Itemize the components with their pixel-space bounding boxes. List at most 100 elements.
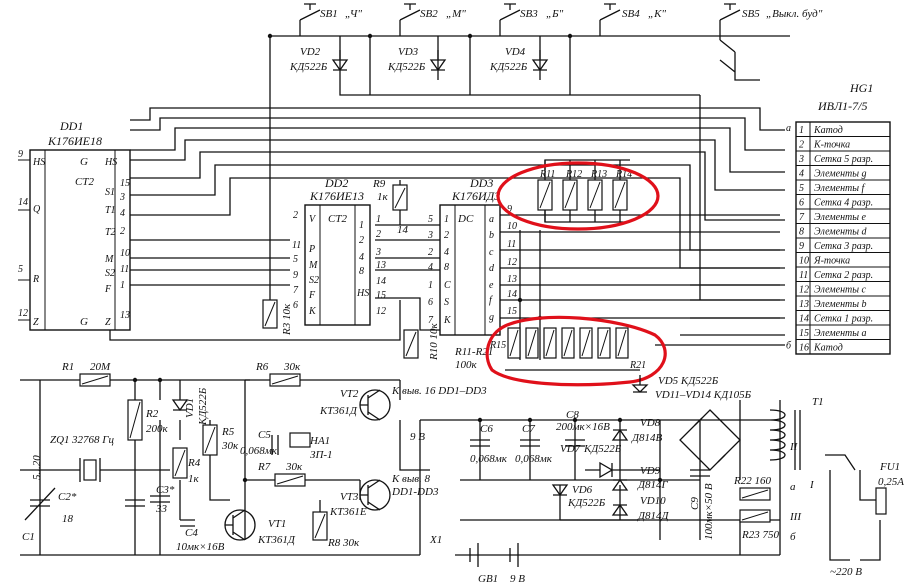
- hg1-pin-number: 8: [799, 227, 804, 238]
- fu1-ref: FU1: [879, 461, 900, 473]
- zq1-value: 32768 Гц: [71, 434, 115, 446]
- dd3-type: К176ИД3: [451, 189, 500, 203]
- transistor-vt2: VT2 КТ361Д: [319, 388, 391, 421]
- diode-vd2: VD2 КД522Б: [289, 46, 349, 73]
- dd2-pin-right: 8: [359, 266, 364, 277]
- diode-vd10: VD10 Д814Д: [611, 495, 669, 522]
- hg1-pin-name: К-точка: [813, 140, 850, 151]
- hg1-pin-number: 6: [799, 198, 804, 209]
- resistor-r7: R7 30к: [257, 461, 306, 487]
- capacitor-c5: C5 0,068мк: [240, 429, 279, 457]
- zq1-ref: ZQ1: [50, 434, 70, 446]
- dd3-pin-num: 7: [428, 315, 434, 326]
- switch-sb5: SB5 „Выкл. буд": [719, 3, 823, 81]
- c9-value: 100мк×50 В: [703, 483, 715, 540]
- battery-gb1: X1 GB1 9 В: [429, 534, 525, 585]
- resistor-r1: R1 20М: [61, 361, 111, 387]
- vd10-ref: VD10: [640, 495, 666, 507]
- resistor-r8: R8 30к: [312, 511, 360, 549]
- res-group-value: 100к: [455, 359, 478, 371]
- c7-ref: C7: [522, 423, 535, 435]
- dd3-pin-right: f: [489, 295, 493, 306]
- dd3-pin-num: 15: [507, 306, 517, 317]
- output-pin8-note: К выв. 8: [391, 473, 431, 485]
- resistor-r23: R23 750: [739, 509, 779, 541]
- hg1-pin-number: 7: [799, 212, 805, 223]
- dd2-pin-num: 11: [292, 240, 301, 251]
- hg1-pin-name: Элементы a: [814, 328, 867, 339]
- dd3-pin-left: 4: [444, 247, 449, 258]
- dd2-pin-num: 12: [376, 306, 386, 317]
- dd1-pin-left: Q: [33, 204, 41, 215]
- hg1-pin-number: 15: [799, 328, 809, 339]
- hg1-pin-name: Элементы e: [814, 212, 867, 223]
- c6-value: 0,068мк: [470, 453, 508, 465]
- diode-vd9: VD9 Д814Г: [611, 465, 668, 491]
- ha1-type: ЗП-1: [310, 449, 333, 461]
- dd1-pin-right: HS: [104, 157, 117, 168]
- dd3-pin-num: 6: [428, 297, 433, 308]
- mains-voltage-label: ~220 В: [830, 566, 862, 578]
- c4-value: 10мк×16В: [176, 541, 225, 553]
- capacitor-c4: C4 10мк×16В: [176, 519, 225, 553]
- res-first-label: R15: [489, 340, 506, 351]
- res-top-label: R14: [615, 169, 632, 180]
- c9-ref: C9: [689, 497, 701, 510]
- diode-vd4: VD4 КД522Б: [489, 46, 549, 73]
- dd2-pin-num: 14: [376, 276, 386, 287]
- dd3-pin-left: 8: [444, 262, 449, 273]
- r5-ref: R5: [221, 426, 235, 438]
- diode-vd8: VD8 Д814В: [611, 417, 662, 444]
- r9-ref: R9: [372, 178, 386, 190]
- vd9-type: Д814Г: [637, 479, 668, 491]
- hg1-pin-name: Элементы f: [814, 183, 866, 194]
- dd1-pin-left: Z: [33, 317, 39, 328]
- dd2-pin-num: 9: [293, 270, 298, 281]
- dd3-pin-num: 1: [428, 280, 433, 291]
- resistor-r3: R3 10к: [262, 299, 293, 336]
- r2-value: 200к: [146, 423, 169, 435]
- bridge-diodes-label: VD11–VD14 КД105Б: [655, 389, 752, 401]
- r7-value: 30к: [285, 461, 303, 473]
- dd1-pin-num: 4: [120, 208, 125, 219]
- switch-sb4: SB4 „К": [599, 3, 666, 21]
- hg1-ref: HG1: [849, 81, 873, 95]
- dd1-pin-num: 9: [18, 149, 23, 160]
- hg1-pin-name: Сетка 4 разр.: [814, 198, 873, 209]
- r8-label: R8 30к: [327, 537, 360, 549]
- pin-14-label: 14: [397, 224, 409, 236]
- r6-value: 30к: [283, 361, 301, 373]
- vd5-label: VD5 КД522Б: [658, 375, 719, 387]
- c2-ref: C2*: [58, 491, 77, 503]
- diode-vd7: VD7 КД522Б: [560, 443, 660, 479]
- vt3-type: КТ361Е: [329, 506, 367, 518]
- dd2-pin-num: 6: [293, 300, 298, 311]
- r5-value: 30к: [221, 440, 239, 452]
- switch-sb3-ref: SB3: [520, 8, 538, 20]
- c8-value: 200мк×16В: [556, 421, 610, 433]
- r3-label: R3 10к: [281, 303, 293, 336]
- c5-value: 0,068мк: [240, 445, 278, 457]
- transformer-t1: T1 II III I а б: [769, 396, 824, 543]
- dd1-pin-right: M: [104, 254, 114, 265]
- dd1-pin-right: T2: [105, 227, 116, 238]
- resistor-r10: R10 10к: [403, 323, 440, 361]
- dd1-pin-num: 5: [18, 264, 23, 275]
- vd8-type: Д814В: [631, 432, 662, 444]
- dd3-pin-num: 2: [428, 247, 433, 258]
- switch-sb1: SB1 „Ч": [299, 3, 362, 21]
- hg1-pin-number: 2: [799, 140, 804, 151]
- diode-vd3: VD3 КД522Б: [387, 46, 447, 73]
- dd1-pin-right: S1: [105, 187, 115, 198]
- dd3-pin-num: 4: [428, 262, 433, 273]
- r1-ref: R1: [61, 361, 74, 373]
- oscillator-section: R1 20М R2 200к ZQ1 32768 Гц C1 5...20 C2…: [22, 361, 239, 553]
- dd3-pin-num: 9: [507, 204, 512, 215]
- hg1-pin-name: Катод: [813, 125, 843, 136]
- hg1-pin-name: Элементы c: [814, 285, 867, 296]
- dd1-ref: DD1: [59, 119, 83, 133]
- dd3-pin-num: 10: [507, 221, 517, 232]
- resistor-r4: R4 1к: [172, 447, 201, 485]
